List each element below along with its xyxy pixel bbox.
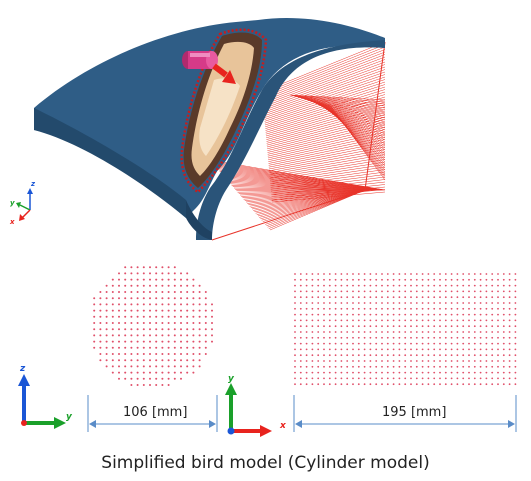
axis-label-z-front: z <box>20 364 26 374</box>
dimension-rect <box>293 395 517 432</box>
figure-caption: Simplified bird model (Cylinder model) <box>101 453 430 473</box>
dimension-label-circle: 106 [mm] <box>123 405 188 420</box>
axis-label-x-top: x <box>10 218 15 226</box>
mesh-rays <box>209 41 386 241</box>
axis-triad-3d <box>16 188 33 221</box>
dimension-label-rect: 195 [mm] <box>382 405 447 420</box>
axis-triad-front <box>18 374 66 429</box>
axis-label-y-front: y <box>66 412 72 422</box>
dimension-circle <box>87 395 218 432</box>
axis-label-z-top: z <box>31 180 36 188</box>
axis-label-x-side: x <box>280 421 286 431</box>
axis-label-y-side: y <box>228 374 234 384</box>
window-highlight <box>199 78 240 156</box>
impact-velocity-arrow <box>212 63 236 84</box>
axis-label-y-top: y <box>10 199 15 207</box>
circle-cross-section-dots <box>93 266 213 386</box>
axis-triad-side <box>225 383 272 437</box>
panel-model-3d <box>34 18 386 241</box>
window-border-dots <box>180 28 268 194</box>
panel-bottom-edge <box>186 200 212 240</box>
panel-front-face <box>34 108 186 218</box>
side-view-dots <box>294 273 517 386</box>
bird-cylinder <box>182 51 218 69</box>
